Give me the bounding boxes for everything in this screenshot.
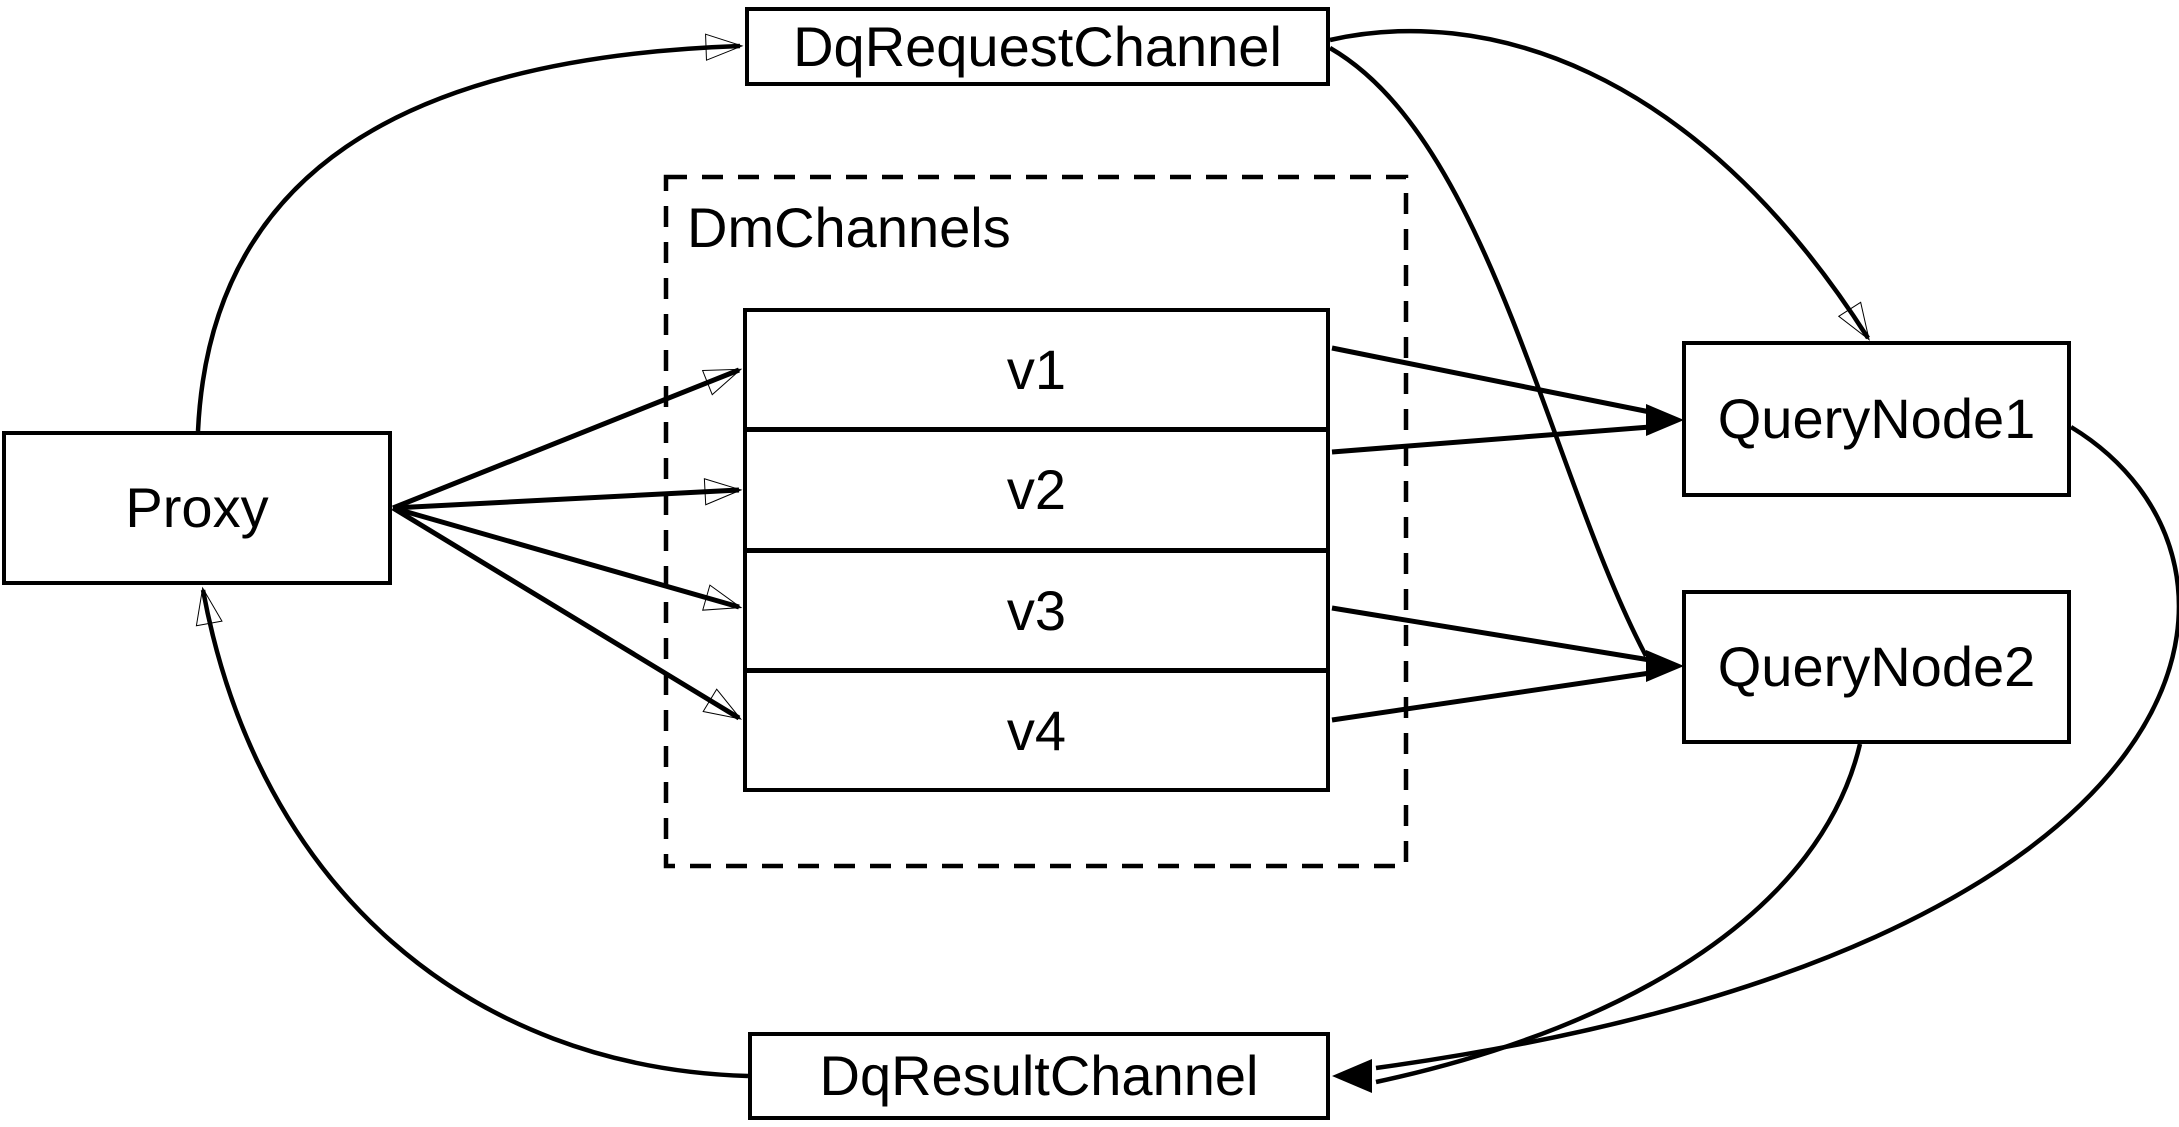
edge-proxy-to-v1 [392,367,743,511]
edge-dqrequestchannel-to-querynode1 [1329,28,1870,341]
query-node-2: QueryNode2 [1682,590,2071,744]
dq-request-channel-label: DqRequestChannel [793,14,1282,78]
dm-channel-v4: v4 [747,667,1326,788]
dq-request-channel-node: DqRequestChannel [745,7,1330,86]
dm-channel-v3-label: v3 [1006,578,1067,642]
edge-dqrequestchannel-to-querynode2 [1328,46,1648,658]
dm-channels-group-label: DmChannels [687,196,1011,259]
edge-proxy-to-v4 [391,505,742,721]
edge-v2-to-querynode1 [1331,424,1651,455]
query-node-1-label: QueryNode1 [1717,387,2036,451]
query-node-2-label: QueryNode2 [1717,635,2036,699]
arrowhead-querynode2 [1646,650,1684,682]
dm-channels-group-border [663,174,1409,869]
edge-v3-to-querynode2 [1331,605,1651,663]
dq-result-channel-node: DqResultChannel [748,1032,1330,1120]
edge-querynode1-to-dqresultchannel [1375,425,2179,1071]
dm-channel-v4-label: v4 [1006,698,1067,762]
arrowhead-querynode1 [1646,404,1684,436]
dm-channel-v1: v1 [747,312,1326,427]
edge-querynode2-to-dqresultchannel [1375,743,1863,1085]
proxy-node: Proxy [2,431,392,585]
proxy-label: Proxy [125,476,269,540]
dq-result-channel-label: DqResultChannel [819,1044,1259,1108]
query-node-1: QueryNode1 [1682,341,2071,497]
arrowhead-dqresultchannel [1332,1059,1372,1093]
dm-channel-v1-label: v1 [1006,338,1067,402]
edge-proxy-to-v2 [392,478,743,511]
dm-channel-v2: v2 [747,427,1326,547]
dm-channel-v3: v3 [747,547,1326,668]
edge-v1-to-querynode1 [1331,345,1651,415]
dm-channel-v2-label: v2 [1006,458,1067,522]
edge-v4-to-querynode2 [1331,670,1651,723]
edge-proxy-to-v3 [392,505,743,611]
edge-dqresultchannel-to-proxy [195,586,749,1079]
dm-channels-stack: v1 v2 v3 v4 [743,308,1330,792]
edge-proxy-to-dqrequestchannel [195,33,744,432]
